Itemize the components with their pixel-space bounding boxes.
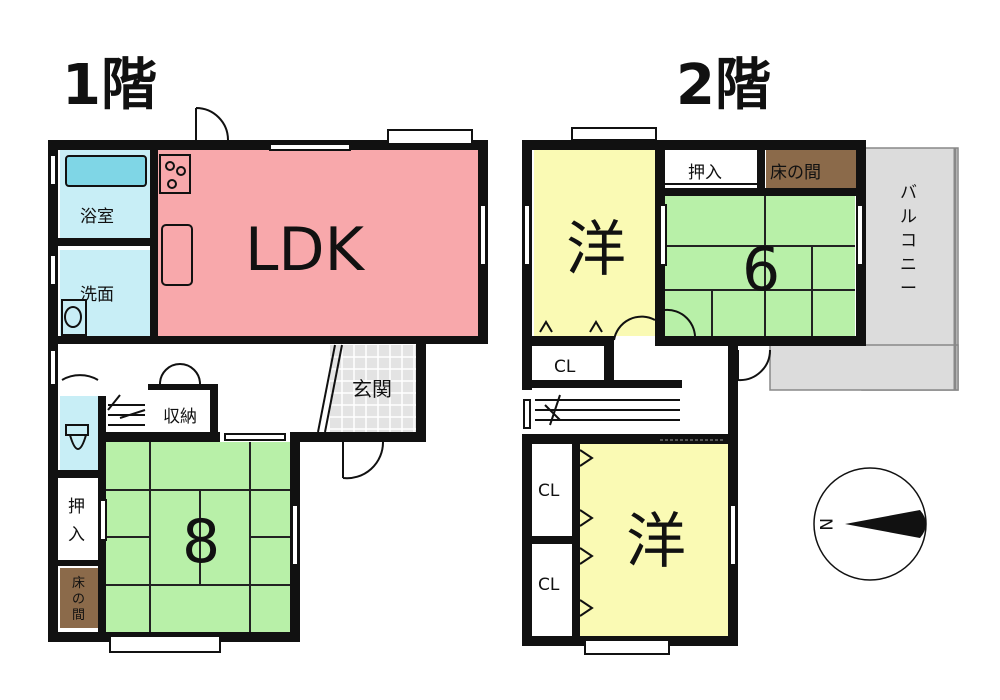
tokonoma-2f-fill <box>766 150 856 188</box>
storage-label: 収納 <box>163 407 197 427</box>
western-north-label: 洋 <box>566 215 626 285</box>
tokonoma-1f-char-3: 間 <box>72 608 85 623</box>
entrance-label: 玄関 <box>352 377 392 401</box>
compass-north-label: N <box>815 518 835 531</box>
ldk-fill <box>155 150 481 336</box>
floor-1-title: 1階 <box>62 53 157 118</box>
cl-bottom-label: CL <box>538 575 560 595</box>
tokonoma-2f-label: 床の間 <box>770 163 821 183</box>
floor-1-plan: LDK 浴室 洗面 玄関 収納 8 押 入 床 の 間 <box>48 107 488 653</box>
western-north-fill <box>534 150 658 336</box>
washroom-fill <box>60 250 150 336</box>
tatami6-fill <box>665 196 855 338</box>
closet-1f-char-2: 入 <box>68 525 85 545</box>
ldk-label: LDK <box>245 215 366 285</box>
bath-label: 浴室 <box>80 207 114 227</box>
tatami6-label: 6 <box>742 235 780 305</box>
toilet-icon <box>65 424 89 450</box>
entrance-tiles <box>330 345 420 435</box>
tokonoma-1f-char-2: の <box>72 592 85 607</box>
floor-2-title: 2階 <box>676 53 771 118</box>
balcony-char-3: コ <box>900 231 917 251</box>
balcony-char-2: ル <box>900 207 917 227</box>
western-south-fill <box>580 444 730 642</box>
compass: N <box>813 467 927 581</box>
washroom-label: 洗面 <box>80 285 114 305</box>
closet-1f-char-1: 押 <box>68 497 85 517</box>
cl-mid-label: CL <box>538 481 560 501</box>
tokonoma-1f-fill <box>60 568 98 628</box>
tatami8-pattern <box>106 442 296 632</box>
balcony-char-1: バ <box>900 183 917 203</box>
tatami8-label: 8 <box>182 507 220 577</box>
balcony-char-4: ニ <box>900 255 917 275</box>
western-south-label: 洋 <box>626 507 686 577</box>
balcony-char-5: ー <box>900 279 917 299</box>
closet-2f-label: 押入 <box>688 163 722 183</box>
bathtub-icon <box>65 155 147 187</box>
floor-2-plan: 洋 6 押入 床の間 CL CL CL 洋 バ ル コ ニ ー <box>522 127 959 655</box>
cl-top-label: CL <box>554 357 576 377</box>
tokonoma-1f-char-1: 床 <box>72 576 85 591</box>
